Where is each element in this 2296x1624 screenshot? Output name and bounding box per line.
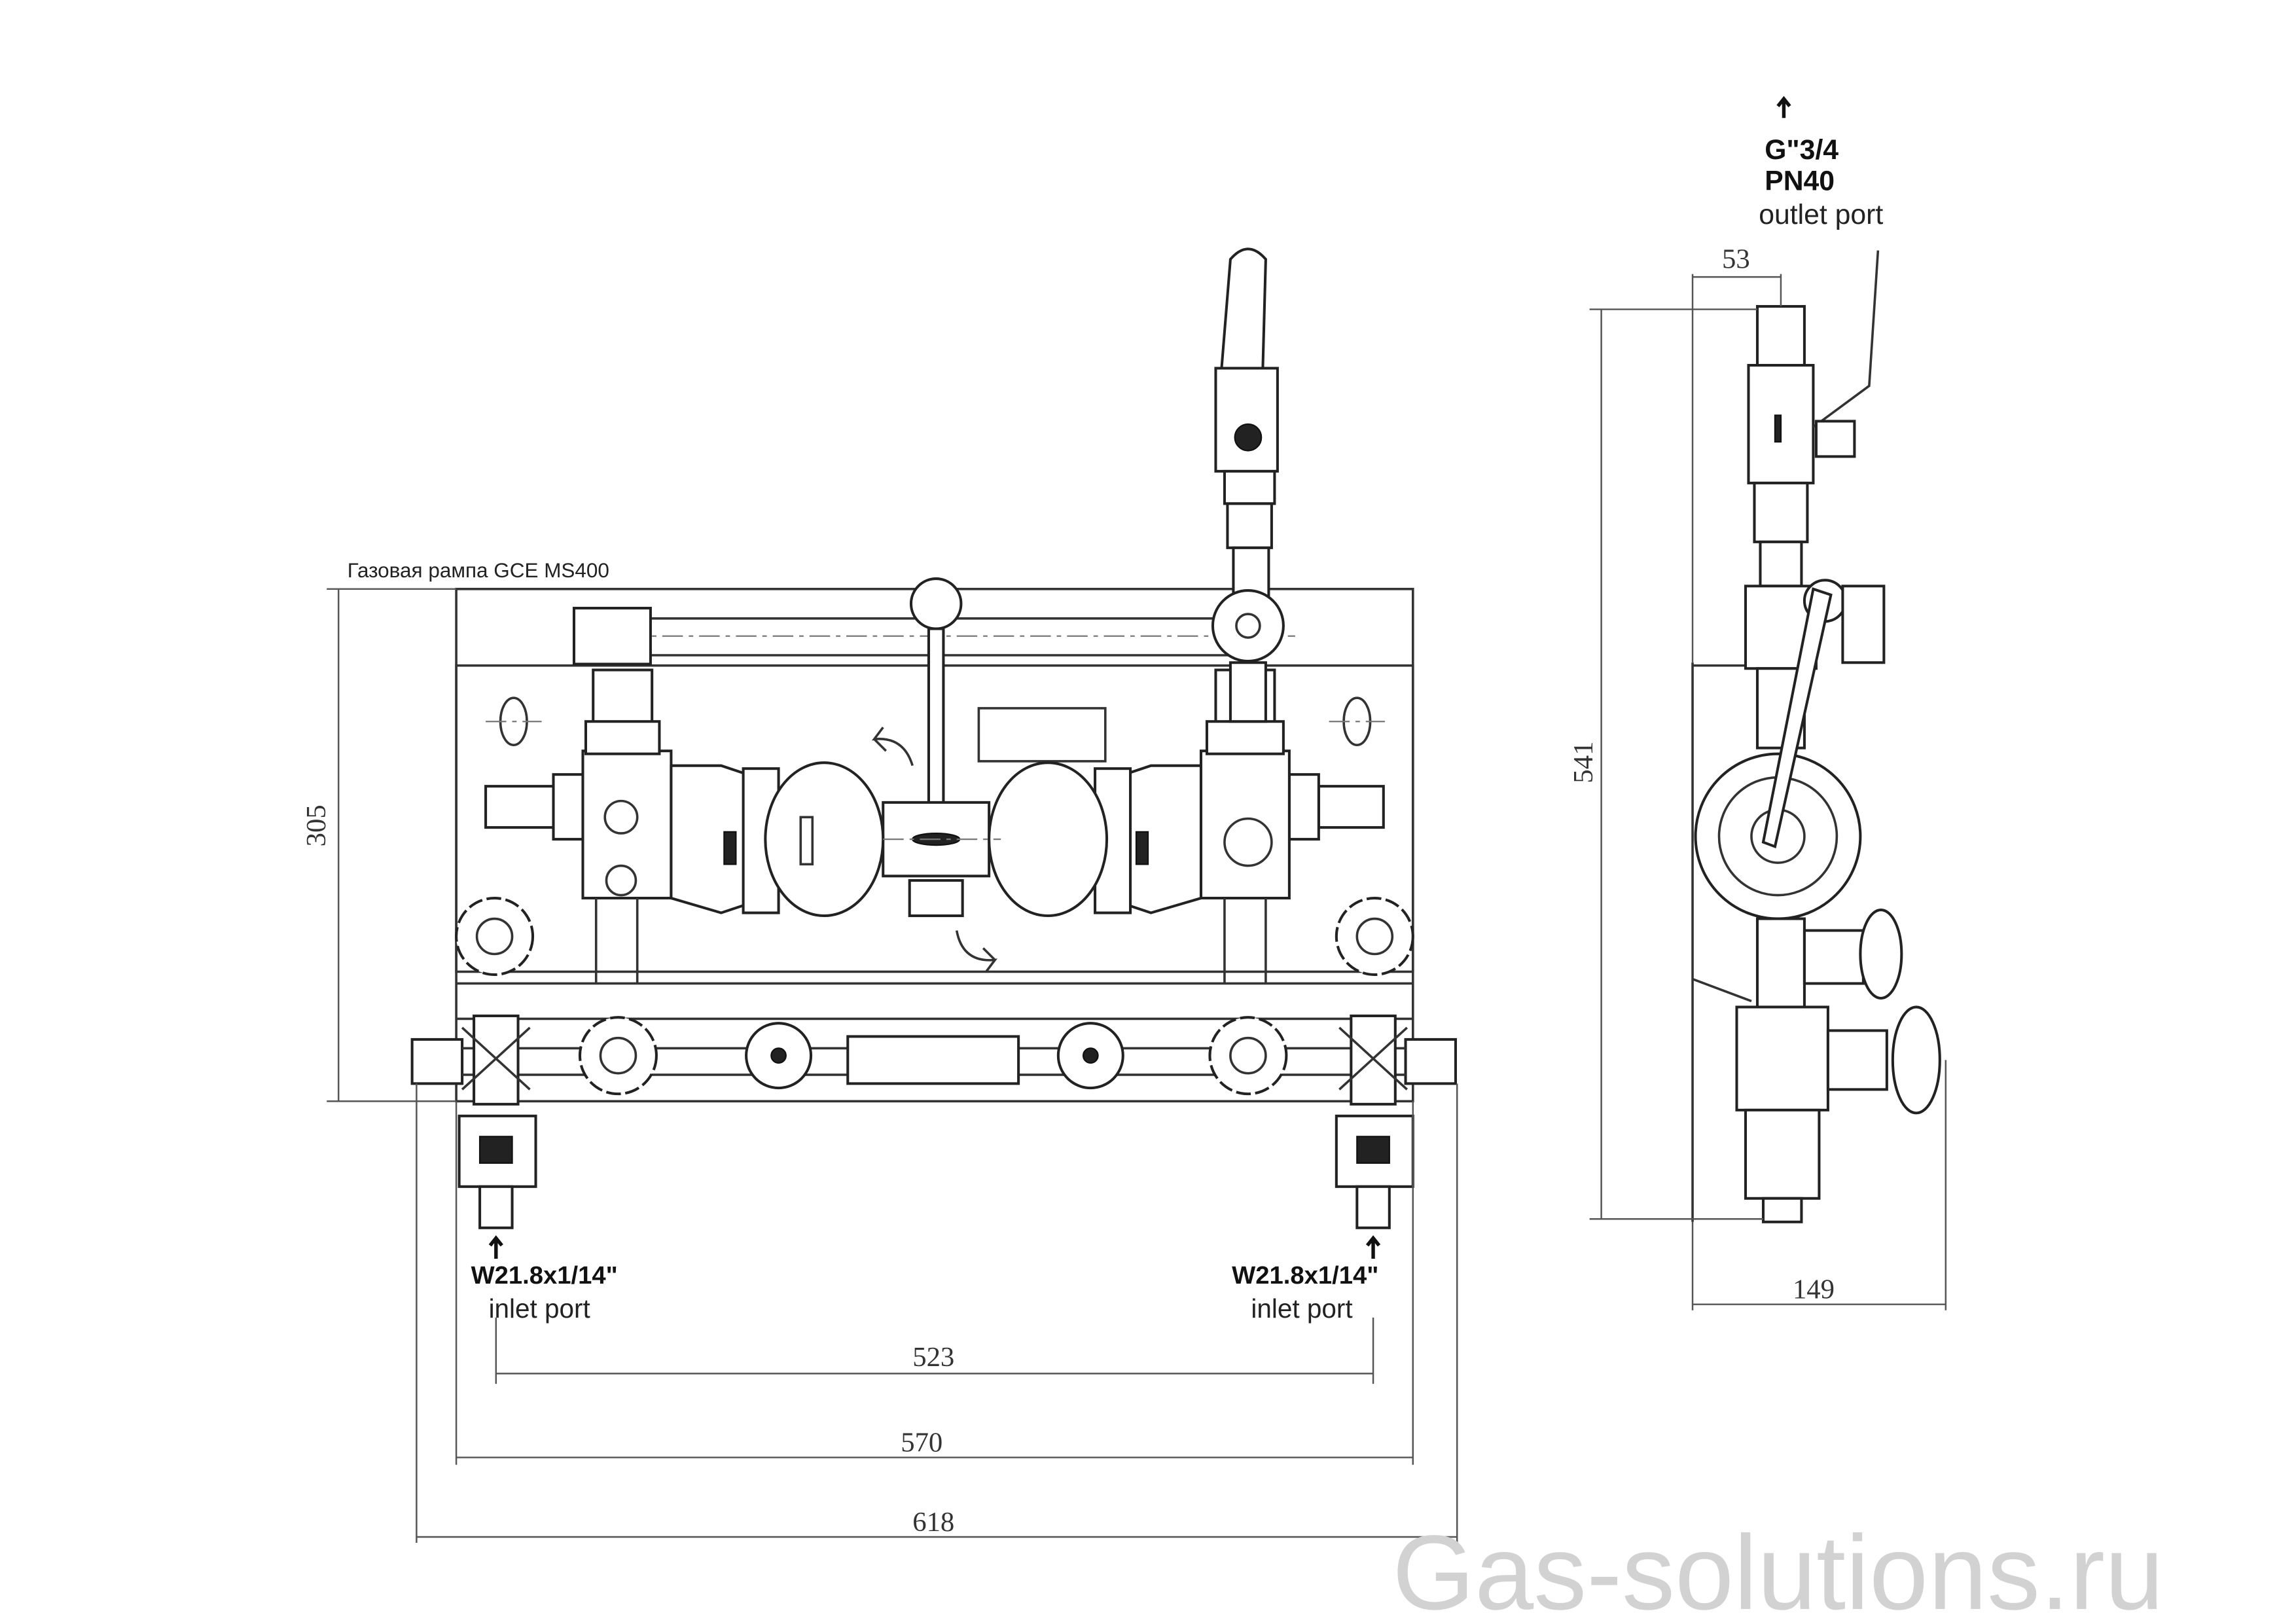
- dim-523-label: 523: [912, 1342, 954, 1373]
- dim-149-label: 149: [1793, 1274, 1835, 1305]
- mounting-slot-icon: [486, 696, 1386, 746]
- outlet-ball-valve[interactable]: [1211, 247, 1285, 723]
- side-components: [1694, 250, 1941, 1223]
- right-inlet-label: inlet port: [1251, 1293, 1352, 1324]
- dimension-618: 618: [416, 1083, 1458, 1543]
- changeover-lever: [927, 627, 945, 807]
- dimension-523: 523: [495, 1317, 1374, 1384]
- left-inlet-label: inlet port: [489, 1293, 590, 1324]
- inlet-arrow-icon: [1365, 1235, 1381, 1259]
- outlet-pressure: PN40: [1765, 165, 1835, 196]
- right-inlet-thread: W21.8x1/14": [1232, 1261, 1378, 1290]
- outlet-thread: G"3/4: [1765, 134, 1839, 166]
- dim-53-label: 53: [1722, 244, 1750, 275]
- label-plate: [977, 707, 1107, 763]
- inlet-arrow-icon: [488, 1235, 503, 1259]
- dim-618-label: 618: [912, 1507, 954, 1538]
- manifold-end-fitting: [572, 607, 652, 666]
- dimension-541: 541: [1568, 308, 1763, 1220]
- left-inlet-thread: W21.8x1/14": [471, 1261, 618, 1290]
- dimension-305: 305: [301, 588, 457, 1102]
- watermark: Gas-solutions.ru: [1392, 1513, 2164, 1624]
- dim-305-label: 305: [301, 804, 332, 846]
- left-regulator: [484, 668, 885, 984]
- switch-arrow-icon: [871, 727, 914, 767]
- outlet-label: outlet port: [1759, 199, 1883, 230]
- dimension-149: 149: [1691, 1060, 1947, 1310]
- nameplate: [846, 1035, 1020, 1085]
- inlet-manifold: [410, 1022, 1458, 1090]
- valve-handle[interactable]: [1220, 247, 1267, 370]
- right-regulator: [883, 668, 1385, 984]
- dimension-570: 570: [455, 1101, 1414, 1465]
- changeover-knob: [909, 577, 963, 630]
- switch-arrow-icon: [955, 930, 997, 973]
- front-view: W21.8x1/14" inlet port W21.8x1/14" inlet…: [301, 247, 1458, 1543]
- drawing-title: Газовая рампа GCE MS400: [348, 559, 609, 582]
- dim-541-label: 541: [1568, 742, 1599, 784]
- outlet-arrow-icon: [1776, 96, 1791, 118]
- inlet-connector: [457, 1014, 1414, 1229]
- dimension-53: 53: [1691, 244, 1782, 663]
- handwheel-valve[interactable]: [455, 897, 1414, 1096]
- side-view: G"3/4 PN40 outlet port: [1568, 96, 1947, 1310]
- dim-570-label: 570: [901, 1428, 942, 1458]
